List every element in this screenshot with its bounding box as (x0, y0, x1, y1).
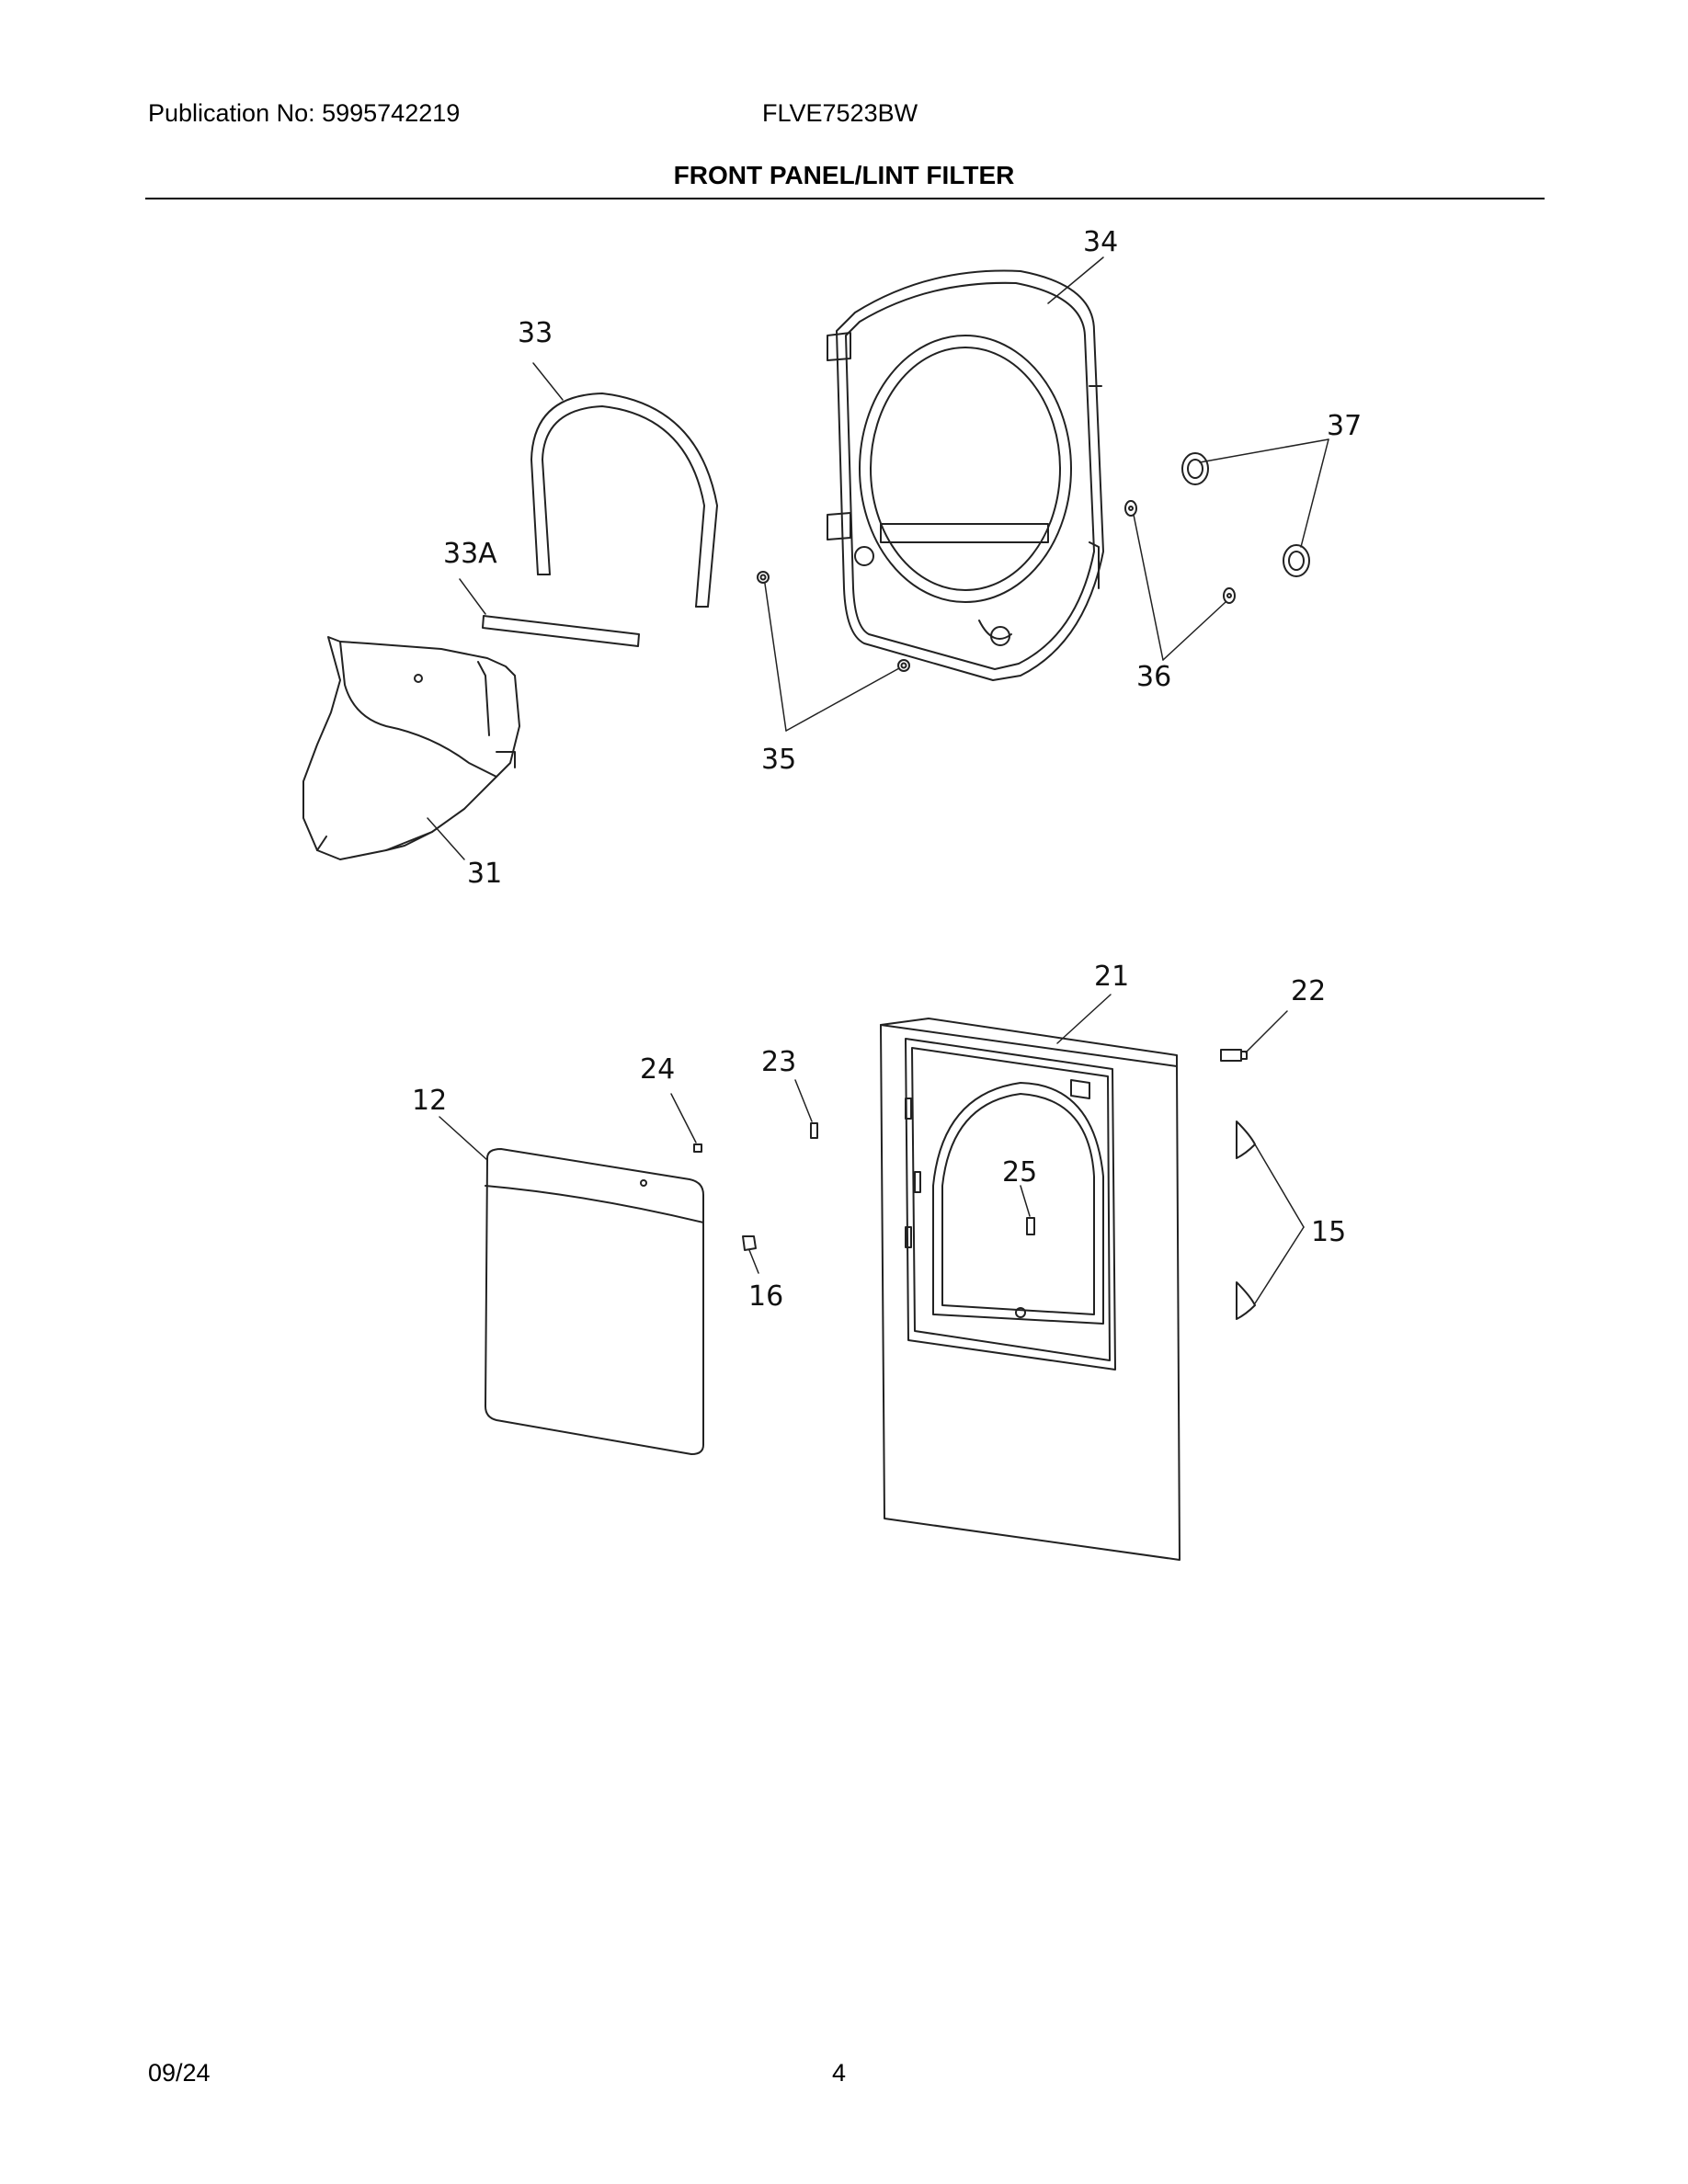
callout-21: 21 (1094, 961, 1129, 993)
part-37-rollers (1181, 452, 1310, 577)
part-16 (742, 1235, 757, 1251)
callout-31: 31 (467, 858, 502, 890)
page-title: FRONT PANEL/LINT FILTER (673, 161, 1015, 189)
page-number: 4 (832, 2059, 847, 2087)
callout-24: 24 (640, 1053, 675, 1086)
callout-22: 22 (1291, 975, 1326, 1007)
callout-36: 36 (1136, 661, 1171, 693)
part-33-seal (530, 392, 718, 608)
footer-date: 09/24 (148, 2059, 211, 2087)
part-36-washers (1124, 500, 1236, 604)
callout-23: 23 (761, 1046, 796, 1078)
publication-number: Publication No: 5995742219 (148, 99, 461, 127)
part-22 (1220, 1049, 1248, 1062)
part-23 (810, 1122, 818, 1139)
callout-33: 33 (518, 317, 553, 349)
part-35-screws (757, 571, 910, 672)
callout-34: 34 (1083, 226, 1118, 258)
title-rule (145, 198, 1545, 199)
part-33a-strip (482, 615, 640, 647)
part-12-door (485, 1148, 704, 1455)
callout-15: 15 (1311, 1216, 1346, 1248)
callout-25: 25 (1002, 1156, 1037, 1189)
part-21-front-panel (880, 1018, 1180, 1561)
part-34-bulkhead (827, 269, 1104, 681)
callout-16: 16 (748, 1280, 783, 1313)
part-31-lint-duct (302, 636, 520, 860)
leader-lines (427, 256, 1329, 1304)
callout-labels: 34 33 37 33A 36 35 31 21 22 24 23 12 25 … (412, 226, 1362, 1313)
callout-37: 37 (1327, 410, 1362, 442)
callout-12: 12 (412, 1085, 447, 1117)
part-15-caps (1236, 1120, 1256, 1320)
callout-35: 35 (761, 744, 796, 776)
model-number: FLVE7523BW (762, 99, 918, 127)
callout-33a: 33A (443, 538, 497, 570)
part-25 (1026, 1217, 1035, 1235)
part-24 (693, 1143, 702, 1153)
